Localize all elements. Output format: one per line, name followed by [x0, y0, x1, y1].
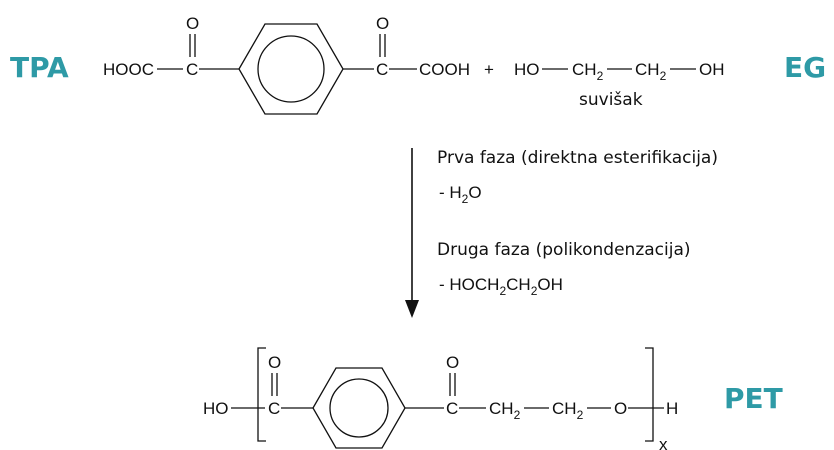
phase2-byproduct: - HOCH2CH2OH — [439, 275, 563, 298]
pet-oxygen-right: O — [446, 353, 459, 372]
hooc-group: HOOC — [103, 60, 154, 79]
pet-ester-oxygen: O — [614, 399, 627, 418]
tpa-molecule: HOOC C O C O COOH + — [103, 14, 494, 115]
tpa-label: TPA — [10, 51, 69, 84]
left-bracket — [257, 347, 266, 442]
pet-aromatic-circle — [329, 378, 389, 438]
repeat-subscript: x — [659, 435, 668, 450]
pet-end-h: H — [666, 399, 678, 418]
phase1-label: Prva faza (direktna esterifikacija) — [437, 148, 718, 168]
pet-molecule: HO C O C O CH2 CH2 O x H — [203, 347, 678, 450]
pet-oxygen-left: O — [268, 353, 281, 372]
pet-carbon-left: C — [268, 399, 280, 418]
carbonyl-carbon-right: C — [376, 60, 388, 79]
eg-molecule: HO CH2 CH2 OH suvišak — [514, 60, 725, 110]
carbonyl-carbon-left: C — [186, 60, 198, 79]
eg-oh: OH — [699, 60, 725, 79]
benzene-ring — [238, 23, 344, 115]
pet-label: PET — [724, 382, 783, 415]
aromatic-circle — [257, 35, 325, 103]
cooh-group: COOH — [419, 60, 470, 79]
arrow-head — [405, 300, 419, 318]
excess-label: suvišak — [579, 90, 643, 110]
phase1-byproduct: - H2O — [439, 183, 482, 206]
pet-ch2-second: CH2 — [552, 399, 584, 422]
eg-label: EG — [784, 51, 826, 84]
pet-carbon-right: C — [446, 399, 458, 418]
carbonyl-oxygen-right: O — [376, 14, 389, 33]
phase2-label: Druga faza (polikondenzacija) — [437, 240, 691, 260]
pet-ho: HO — [203, 399, 229, 418]
eg-ho: HO — [514, 60, 540, 79]
plus-sign: + — [484, 60, 494, 79]
reaction-arrow — [405, 148, 419, 318]
right-bracket — [645, 347, 654, 442]
carbonyl-oxygen-left: O — [186, 14, 199, 33]
eg-ch2-first: CH2 — [572, 60, 604, 83]
pet-benzene-ring — [312, 367, 406, 449]
eg-ch2-second: CH2 — [635, 60, 667, 83]
pet-ch2-first: CH2 — [489, 399, 521, 422]
